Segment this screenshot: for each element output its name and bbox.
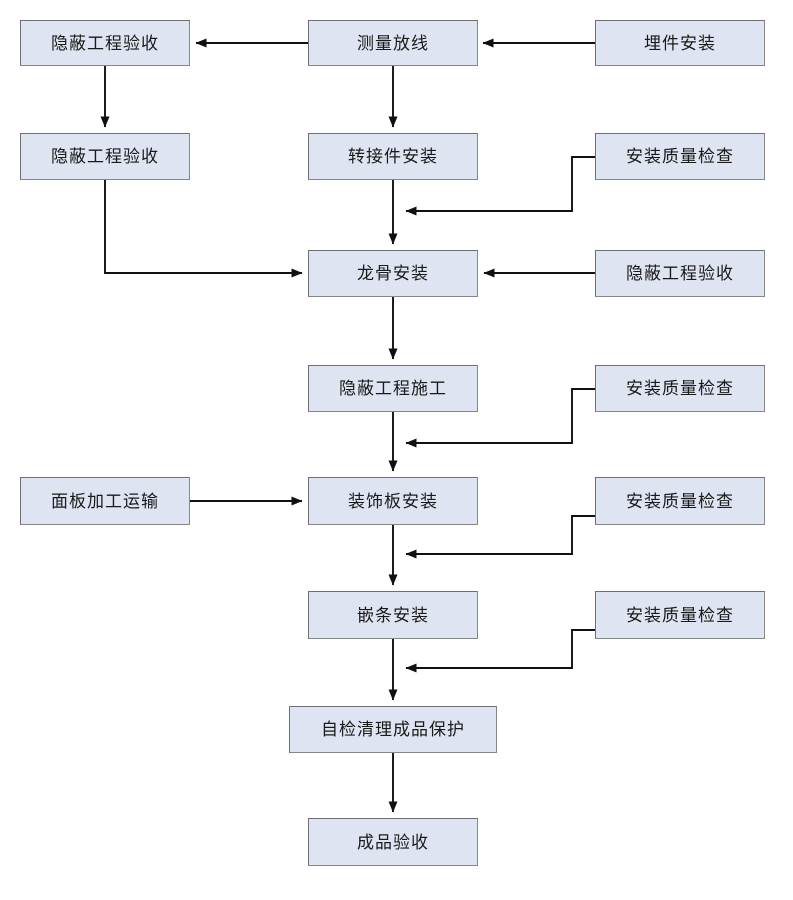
node-anzhuang-zhiliang-jiancha-1[interactable]: 安装质量检查 bbox=[595, 133, 765, 180]
node-yinbi-gongcheng-shigong[interactable]: 隐蔽工程施工 bbox=[308, 365, 478, 412]
node-celiang-fangxian[interactable]: 测量放线 bbox=[308, 20, 478, 66]
node-longgu-anzhuang[interactable]: 龙骨安装 bbox=[308, 250, 478, 297]
node-label: 隐蔽工程验收 bbox=[51, 33, 159, 53]
node-anzhuang-zhiliang-jiancha-4[interactable]: 安装质量检查 bbox=[595, 591, 765, 639]
node-yinbi-gongcheng-yanshou-1[interactable]: 隐蔽工程验收 bbox=[20, 20, 190, 66]
node-label: 安装质量检查 bbox=[626, 379, 734, 398]
node-yinbi-gongcheng-yanshou-3[interactable]: 隐蔽工程验收 bbox=[595, 250, 765, 297]
node-label: 龙骨安装 bbox=[357, 264, 429, 283]
node-label: 隐蔽工程施工 bbox=[339, 379, 447, 398]
node-anzhuang-zhiliang-jiancha-2[interactable]: 安装质量检查 bbox=[595, 365, 765, 412]
node-label: 安装质量检查 bbox=[626, 605, 734, 625]
node-label: 隐蔽工程验收 bbox=[51, 147, 159, 166]
node-mianban-jiagong-yunshu[interactable]: 面板加工运输 bbox=[20, 477, 190, 525]
node-label: 装饰板安装 bbox=[348, 491, 438, 511]
node-anzhuang-zhiliang-jiancha-3[interactable]: 安装质量检查 bbox=[595, 477, 765, 525]
node-label: 成品验收 bbox=[357, 832, 429, 852]
node-label: 嵌条安装 bbox=[357, 605, 429, 625]
node-label: 安装质量检查 bbox=[626, 491, 734, 511]
edge-yinbi2-to-longgu bbox=[104, 180, 303, 278]
node-label: 隐蔽工程验收 bbox=[626, 264, 734, 283]
node-label: 面板加工运输 bbox=[51, 491, 159, 511]
node-label: 埋件安装 bbox=[644, 33, 716, 53]
node-zijian-qingli-chengpin-baohu[interactable]: 自检清理成品保护 bbox=[289, 706, 497, 753]
node-label: 测量放线 bbox=[357, 33, 429, 53]
node-qiantiao-anzhuang[interactable]: 嵌条安装 bbox=[308, 591, 478, 639]
node-yinbi-gongcheng-yanshou-2[interactable]: 隐蔽工程验收 bbox=[20, 133, 190, 180]
node-label: 自检清理成品保护 bbox=[321, 720, 465, 739]
node-zhuangshiban-anzhuang[interactable]: 装饰板安装 bbox=[308, 477, 478, 525]
node-zhuanjiejian-anzhuang[interactable]: 转接件安装 bbox=[308, 133, 478, 180]
node-label: 转接件安装 bbox=[348, 147, 438, 166]
node-maijian-anzhuang[interactable]: 埋件安装 bbox=[595, 20, 765, 66]
node-label: 安装质量检查 bbox=[626, 147, 734, 166]
node-chengpin-yanshou[interactable]: 成品验收 bbox=[308, 818, 478, 866]
